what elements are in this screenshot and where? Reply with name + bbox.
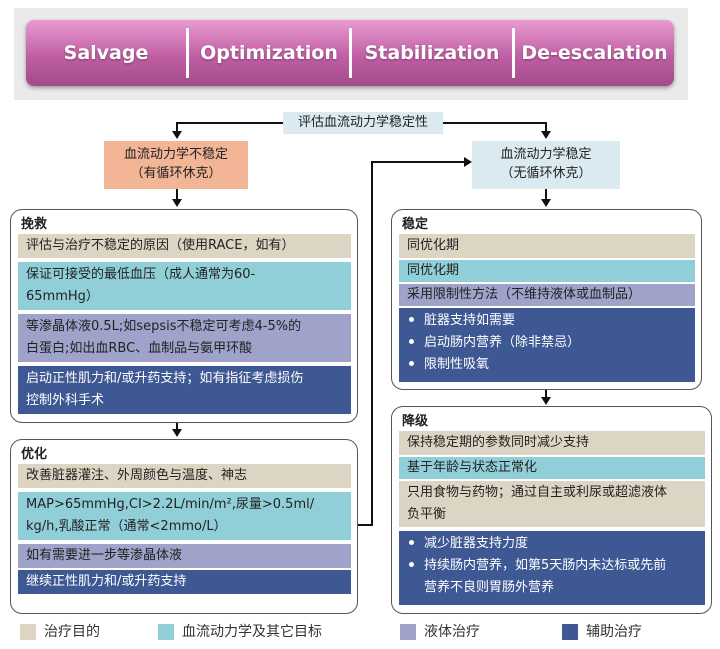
unstable-line1: 血流动力学不稳定 — [123, 147, 228, 162]
salvage-title: 挽救 — [21, 217, 48, 232]
connector-line — [443, 122, 546, 124]
deescalation-adjunct-block: 减少脏器支持力度 持续肠内营养，如第5天肠内未达标或先前 营养不良则胃肠外营养 — [399, 531, 705, 605]
stabilization-panel: 稳定 同优化期 同优化期 采用限制性方法（不维持液体或血制品） 脏器支持如需要 … — [391, 209, 702, 390]
connector-line — [176, 189, 178, 199]
arrow-down-icon — [541, 131, 551, 139]
optimization-goal-row: 改善脏器灌注、外周颜色与温度、神志 — [18, 464, 351, 488]
stabilization-bullet-text: 脏器支持如需要 — [424, 313, 516, 328]
deescalation-bullet: 减少脏器支持力度 — [407, 531, 705, 555]
legend-fluid: 液体治疗 — [400, 620, 530, 642]
stabilization-bullet: 启动肠内营养（除非禁忌） — [407, 332, 695, 354]
phase-optimization: Optimization — [200, 42, 338, 64]
deescalation-fluid-line1: 只用食物与药物；通过自主或利尿或超滤液体 — [407, 485, 668, 500]
salvage-fluid-row: 等渗晶体液0.5L;如sepsis不稳定可考虑4-5%的 白蛋白;如出血RBC、… — [18, 314, 351, 362]
phase-divider — [349, 28, 352, 78]
salvage-hemo-line2: 65mmHg） — [26, 289, 99, 304]
deescalation-panel: 降级 保持稳定期的参数同时减少支持 基于年龄与状态正常化 只用食物与药物；通过自… — [391, 406, 712, 614]
stabilization-adjunct-block: 脏器支持如需要 启动肠内营养（除非禁忌） 限制性吸氧 — [399, 308, 695, 382]
stabilization-bullet: 限制性吸氧 — [407, 354, 695, 376]
deescalation-bullet-text: 持续肠内营养，如第5天肠内未达标或先前 — [424, 558, 667, 573]
connector-line — [176, 122, 178, 132]
stabilization-hemo-row: 同优化期 — [399, 260, 695, 282]
arrow-down-icon — [172, 429, 182, 437]
optimization-hemo-line1: MAP>65mmHg,CI>2.2L/min/m²,尿量>0.5ml/ — [26, 497, 315, 512]
arrow-down-icon — [541, 397, 551, 405]
arrow-down-icon — [172, 199, 182, 207]
deescalation-title: 降级 — [402, 414, 429, 429]
legend-hemodynamic-label: 血流动力学及其它目标 — [182, 624, 322, 640]
legend-adjunct-label: 辅助治疗 — [586, 624, 642, 640]
bullet-dot-icon — [409, 361, 414, 366]
arrow-down-icon — [172, 131, 182, 139]
phase-deescalation: De-escalation — [521, 42, 668, 64]
connector-line — [371, 161, 373, 526]
phase-divider — [512, 28, 515, 78]
connector-line — [358, 524, 372, 526]
optimization-hemo-row: MAP>65mmHg,CI>2.2L/min/m²,尿量>0.5ml/ kg/h… — [18, 492, 351, 540]
deescalation-fluid-line2: 负平衡 — [407, 507, 447, 522]
deescalation-goal-row: 保持稳定期的参数同时减少支持 — [399, 431, 705, 455]
stabilization-goal-row: 同优化期 — [399, 234, 695, 258]
phase-salvage: Salvage — [63, 42, 149, 64]
deescalation-bullet: 持续肠内营养，如第5天肠内未达标或先前 — [407, 555, 705, 577]
salvage-fluid-line1: 等渗晶体液0.5L;如sepsis不稳定可考虑4-5%的 — [26, 319, 302, 334]
bullet-dot-icon — [409, 339, 414, 344]
phase-bar: Salvage Optimization Stabilization De-es… — [26, 20, 674, 86]
legend-fluid-label: 液体治疗 — [424, 624, 480, 640]
stable-no-shock-label: 血流动力学稳定 （无循环休克） — [472, 141, 620, 189]
optimization-panel: 优化 改善脏器灌注、外周颜色与温度、神志 MAP>65mmHg,CI>2.2L/… — [10, 439, 358, 614]
legend-swatch-adjunct — [562, 624, 578, 640]
connector-line — [371, 161, 465, 163]
deescalation-bullet-continuation: 营养不良则胃肠外营养 — [424, 580, 555, 595]
unstable-line2: （有循环休克） — [130, 166, 222, 181]
bullet-dot-icon — [409, 317, 414, 322]
stabilization-fluid-row: 采用限制性方法（不维持液体或血制品） — [399, 284, 695, 306]
phase-divider — [186, 28, 189, 78]
salvage-adjunct-line2: 控制外科手术 — [26, 393, 105, 408]
salvage-fluid-line2: 白蛋白;如出血RBC、血制品与氨甲环酸 — [26, 341, 253, 356]
legend-hemodynamic: 血流动力学及其它目标 — [158, 620, 368, 642]
stabilization-bullet-text: 启动肠内营养（除非禁忌） — [424, 335, 581, 350]
salvage-goal-row: 评估与治疗不稳定的原因（使用RACE，如有） — [18, 234, 351, 258]
connector-line — [545, 189, 547, 199]
optimization-title: 优化 — [21, 447, 48, 462]
legend-goal-label: 治疗目的 — [44, 624, 100, 640]
arrow-down-icon — [541, 199, 551, 207]
phase-stabilization: Stabilization — [364, 42, 500, 64]
deescalation-bullet-text: 减少脏器支持力度 — [424, 536, 529, 551]
stable-line1: 血流动力学稳定 — [500, 147, 592, 162]
deescalation-fluid-row: 只用食物与药物；通过自主或利尿或超滤液体 负平衡 — [399, 481, 705, 527]
legend-swatch-fluid — [400, 624, 416, 640]
bullet-dot-icon — [409, 562, 414, 567]
connector-line — [545, 122, 547, 132]
optimization-hemo-line2: kg/h,乳酸正常（通常<2mmo/L） — [26, 519, 227, 534]
salvage-adjunct-row: 启动正性肌力和/或升药支持；如有指征考虑损伤 控制外科手术 — [18, 366, 351, 414]
stabilization-bullet-text: 限制性吸氧 — [424, 357, 490, 372]
deescalation-hemo-row: 基于年龄与状态正常化 — [399, 457, 705, 479]
salvage-adjunct-line1: 启动正性肌力和/或升药支持；如有指征考虑损伤 — [26, 371, 304, 386]
salvage-panel: 挽救 评估与治疗不稳定的原因（使用RACE，如有） 保证可接受的最低血压（成人通… — [10, 209, 358, 423]
connector-line — [545, 390, 547, 398]
optimization-fluid-row: 如有需要进一步等渗晶体液 — [18, 544, 351, 568]
optimization-adjunct-row: 继续正性肌力和/或升药支持 — [18, 570, 351, 594]
salvage-hemo-row: 保证可接受的最低血压（成人通常为60- 65mmHg） — [18, 262, 351, 310]
connector-line — [176, 122, 283, 124]
stabilization-bullet: 脏器支持如需要 — [407, 308, 695, 332]
salvage-hemo-line1: 保证可接受的最低血压（成人通常为60- — [26, 267, 256, 282]
legend-swatch-hemodynamic — [158, 624, 174, 640]
legend-adjunct: 辅助治疗 — [562, 620, 692, 642]
stabilization-title: 稳定 — [402, 217, 429, 232]
arrow-right-icon — [464, 157, 472, 167]
connector-line — [176, 422, 178, 430]
assess-stability-label: 评估血流动力学稳定性 — [283, 112, 443, 134]
unstable-shock-label: 血流动力学不稳定 （有循环休克） — [104, 141, 248, 189]
stable-line2: （无循环休克） — [500, 166, 592, 181]
legend-goal: 治疗目的 — [20, 620, 160, 642]
bullet-dot-icon — [409, 540, 414, 545]
legend-swatch-goal — [20, 624, 36, 640]
